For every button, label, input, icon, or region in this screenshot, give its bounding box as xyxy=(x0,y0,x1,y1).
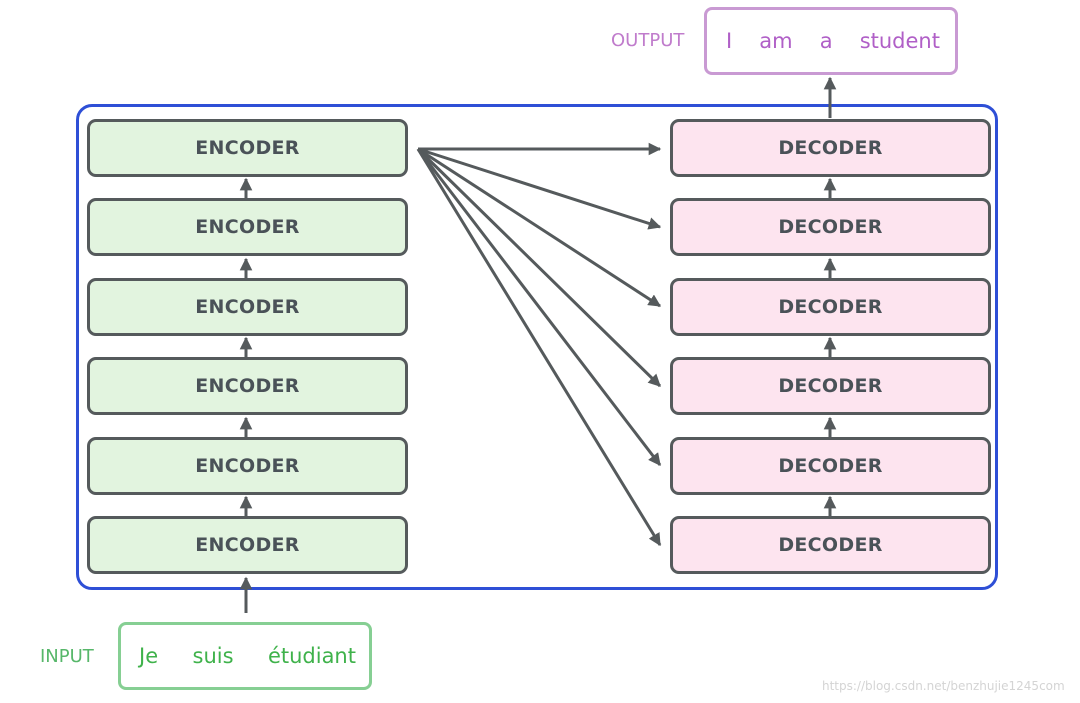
output-token: student xyxy=(859,29,940,53)
encoder-block: ENCODER xyxy=(87,278,408,336)
input-sequence-box: Je suis étudiant xyxy=(118,622,372,690)
encoder-to-decoder-arrow xyxy=(417,147,662,308)
decoder-block: DECODER xyxy=(670,357,991,415)
input-token: Je xyxy=(139,644,159,668)
encoder-block: ENCODER xyxy=(87,198,408,256)
decoder-block: DECODER xyxy=(670,119,991,177)
encoder-to-decoder-arrow xyxy=(416,148,662,467)
encoder-block: ENCODER xyxy=(87,516,408,574)
encoder-block: ENCODER xyxy=(87,357,408,415)
encoder-to-decoder-arrow xyxy=(417,147,662,230)
output-label: OUTPUT xyxy=(611,30,685,51)
encoder-block: ENCODER xyxy=(87,437,408,495)
encoder-decoder-stack-frame xyxy=(76,104,998,590)
decoder-block: DECODER xyxy=(670,437,991,495)
encoder-to-decoder-arrow xyxy=(416,148,662,547)
input-token: étudiant xyxy=(267,644,356,668)
encoder-block: ENCODER xyxy=(87,119,408,177)
input-label: INPUT xyxy=(40,646,94,667)
output-sequence-box: I am a student xyxy=(704,7,958,75)
output-token: am xyxy=(759,29,793,53)
output-token: I xyxy=(726,29,733,53)
decoder-block: DECODER xyxy=(670,516,991,574)
input-token: suis xyxy=(192,644,234,668)
decoder-block: DECODER xyxy=(670,278,991,336)
decoder-block: DECODER xyxy=(670,198,991,256)
encoder-to-decoder-arrow xyxy=(416,147,662,388)
output-token: a xyxy=(819,29,833,53)
watermark-text: https://blog.csdn.net/benzhujie1245com xyxy=(822,679,1065,693)
